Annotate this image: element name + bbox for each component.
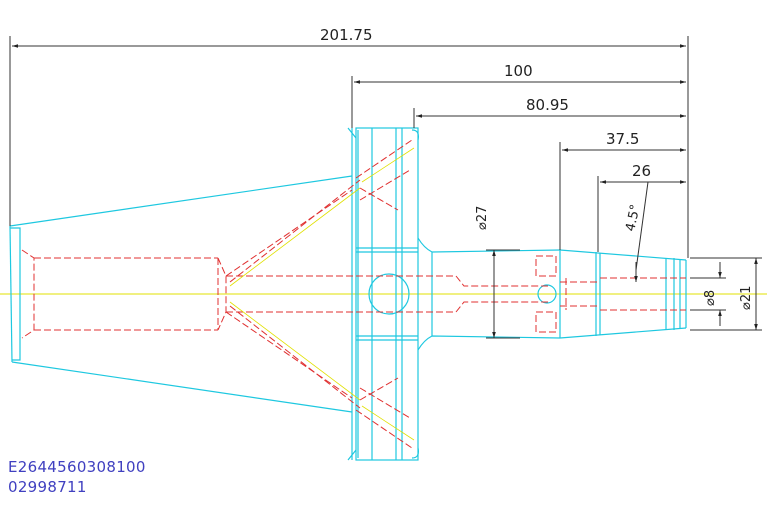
hidden-lines [21, 139, 686, 449]
dim-dia-27: ⌀27 [475, 206, 490, 230]
dim-overall-length: 201.75 [320, 26, 373, 44]
dim-length-37-5: 37.5 [606, 130, 639, 148]
dim-dia-21: ⌀21 [739, 286, 754, 310]
part-outline [9, 127, 687, 461]
dim-length-26: 26 [632, 162, 651, 180]
part-number: E2644560308100 [8, 458, 146, 476]
dim-angle: 4.5° [623, 203, 643, 233]
dim-length-80-95: 80.95 [526, 96, 569, 114]
dim-length-100: 100 [504, 62, 533, 80]
dim-dia-8: ⌀8 [703, 290, 718, 306]
code-number: 02998711 [8, 478, 87, 496]
dimensions [9, 36, 762, 339]
